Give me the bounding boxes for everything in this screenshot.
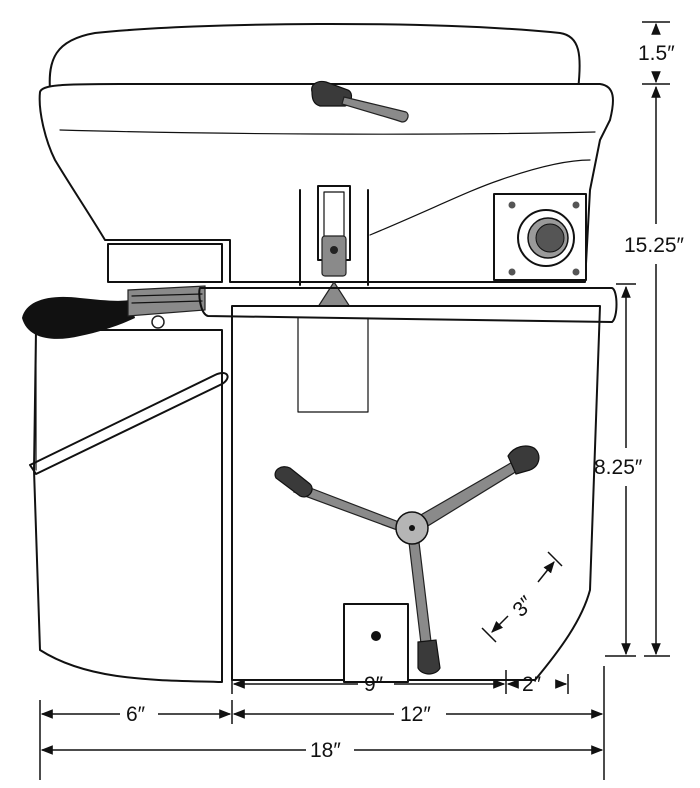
base-height-label: 8.25″ (594, 456, 643, 479)
seat-latch-handle (311, 80, 409, 123)
rear-offset-label: 2″ (522, 673, 542, 696)
base-tank (198, 287, 618, 683)
agitator-crank (274, 445, 540, 675)
dimension-overall-depth: 18″ (40, 739, 604, 762)
dimension-rear-offset: 2″ (506, 673, 569, 696)
crank-offset-label: 9″ (364, 673, 384, 696)
overall-depth-label: 18″ (310, 739, 341, 762)
total-height-label: 15.25″ (624, 234, 685, 257)
body-depth-label: 12″ (400, 703, 431, 726)
drain-spout (22, 285, 206, 339)
vent-port (493, 193, 587, 281)
dimension-base-height: 8.25″ (594, 283, 643, 657)
toilet-lid (48, 23, 581, 91)
dimension-body-depth: 12″ (232, 666, 605, 780)
lid-height-label: 1.5″ (638, 42, 675, 65)
dimension-total-height: 15.25″ (624, 85, 685, 657)
dimension-front-depth: 6″ (39, 700, 233, 780)
front-section (29, 243, 229, 683)
toilet-seat-housing (38, 83, 614, 283)
dimension-lid-height: 1.5″ (638, 21, 675, 85)
dimension-crank-offset: 9″ (231, 670, 507, 696)
front-depth-label: 6″ (126, 703, 146, 726)
